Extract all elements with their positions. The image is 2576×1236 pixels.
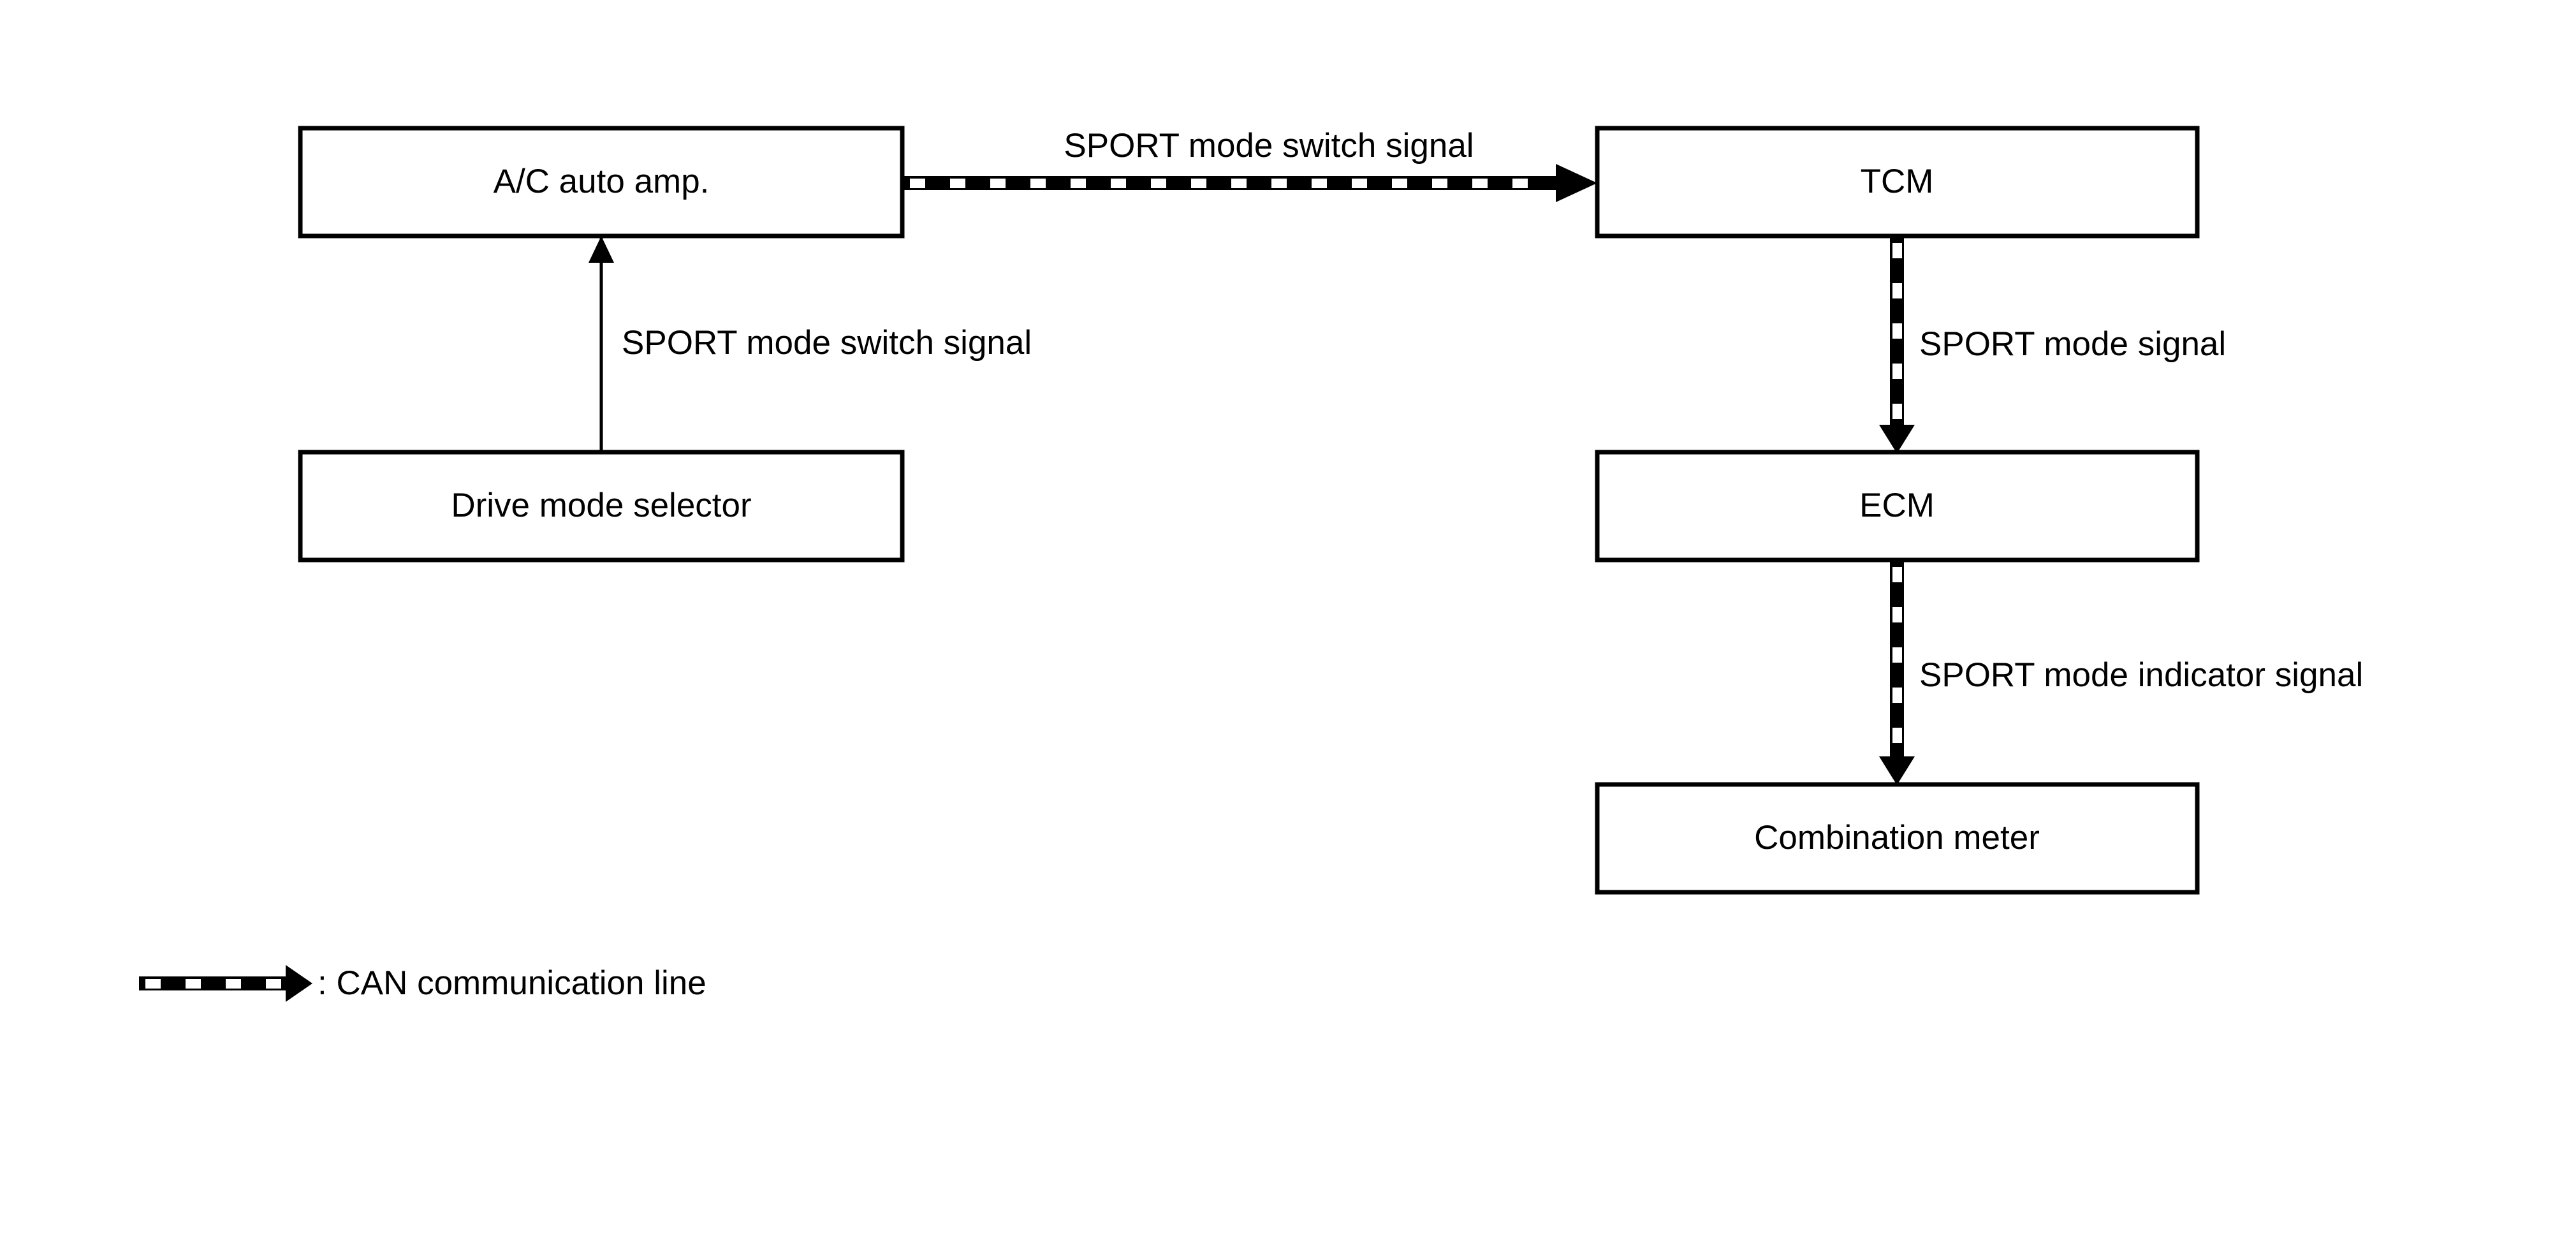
node-drive-mode-selector-label: Drive mode selector: [451, 487, 751, 524]
arrowhead-down-icon: [1879, 425, 1915, 453]
connection-ac-to-tcm: SPORT mode switch signal: [902, 127, 1597, 202]
connection-ac-to-tcm-label: SPORT mode switch signal: [1064, 127, 1474, 165]
arrowhead-up-icon: [589, 236, 614, 263]
node-drive-mode-selector[interactable]: Drive mode selector: [298, 450, 905, 563]
can-line-ecm-to-meter-gaps: [1892, 567, 1902, 743]
node-ecm[interactable]: ECM: [1595, 450, 2200, 563]
node-combination-meter-label: Combination meter: [1754, 819, 2040, 857]
can-arrow-icon: [139, 965, 312, 1002]
connection-ecm-to-meter-label: SPORT mode indicator signal: [1919, 656, 2363, 694]
node-ac-auto-amp-rect: [298, 126, 905, 239]
can-line-ac-to-tcm-gaps: [910, 179, 1528, 188]
arrowhead-right-icon: [1556, 164, 1597, 202]
node-combination-meter-rect: [1595, 782, 2200, 895]
node-combination-meter[interactable]: Combination meter: [1595, 782, 2200, 895]
connection-selector-to-ac: SPORT mode switch signal: [589, 236, 1032, 452]
node-ecm-rect: [1595, 450, 2200, 563]
legend-label: : CAN communication line: [318, 964, 706, 1002]
node-tcm-label: TCM: [1861, 163, 1934, 200]
node-tcm[interactable]: TCM: [1595, 126, 2200, 239]
node-ac-auto-amp[interactable]: A/C auto amp.: [298, 126, 905, 239]
node-ac-auto-amp-label: A/C auto amp.: [494, 163, 710, 200]
can-line-tcm-to-ecm-gaps: [1892, 243, 1902, 419]
arrowhead-down-icon: [1879, 756, 1915, 785]
node-drive-mode-selector-rect: [298, 450, 905, 563]
connection-ecm-to-meter: SPORT mode indicator signal: [1879, 560, 2363, 785]
connection-tcm-to-ecm-label: SPORT mode signal: [1919, 325, 2226, 363]
connection-tcm-to-ecm: SPORT mode signal: [1879, 236, 2226, 453]
node-ecm-label: ECM: [1859, 487, 1935, 524]
connection-selector-to-ac-label: SPORT mode switch signal: [622, 324, 1032, 362]
legend: : CAN communication line: [139, 964, 706, 1002]
